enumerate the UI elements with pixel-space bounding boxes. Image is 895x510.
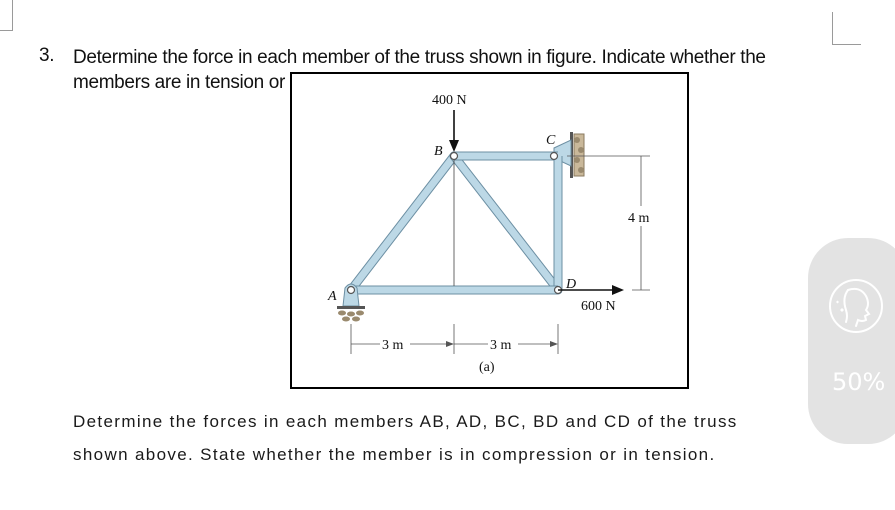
load-arrow-600n [558, 285, 624, 295]
page-corner-mark-left [0, 0, 13, 31]
truss-diagram: 400 N B C D A 600 N 4 m 3 m 3 m (a) [327, 93, 650, 375]
load-arrow-400n [449, 110, 459, 152]
label-load-400n: 400 N [432, 93, 467, 108]
label-node-c: C [546, 133, 556, 148]
figure-caption: (a) [479, 360, 495, 375]
page-corner-mark-right [832, 12, 861, 45]
truss-members [346, 151, 563, 295]
truss-figure: 400 N B C D A 600 N 4 m 3 m 3 m (a) [290, 72, 689, 389]
joint-c [549, 151, 559, 161]
height-dimension [567, 155, 650, 291]
label-height: 4 m [628, 211, 650, 226]
span-dimension [350, 324, 559, 354]
label-span-right: 3 m [490, 338, 512, 353]
face-profile-icon[interactable] [826, 276, 886, 341]
label-span-left: 3 m [382, 338, 404, 353]
label-node-d: D [565, 277, 576, 292]
label-node-a: A [327, 289, 337, 304]
label-node-b: B [434, 144, 443, 159]
zoom-level: 50% [832, 368, 886, 396]
assistant-widget[interactable]: 50% [808, 238, 895, 444]
joint-b [449, 151, 459, 161]
label-load-600n: 600 N [581, 299, 616, 314]
pin-support-a [337, 283, 365, 322]
question-number: 3. [39, 45, 55, 66]
instruction-text: Determine the forces in each members AB,… [73, 412, 738, 464]
